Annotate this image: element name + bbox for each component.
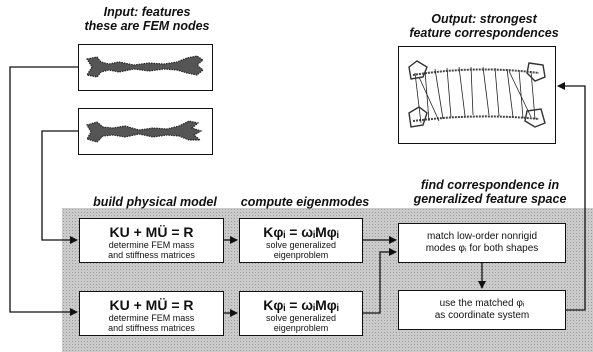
- match-box: match low-order nonrigid modes φᵢ for bo…: [398, 223, 566, 263]
- arrow-shape1-to-model-bottom: [9, 66, 78, 316]
- correspondence-lines: [408, 60, 546, 128]
- correspondence-heading: find correspondence in generalized featu…: [413, 178, 567, 206]
- equation: Kφᵢ = ωᵢMφᵢ: [263, 297, 339, 313]
- equation: Kφᵢ = ωᵢMφᵢ: [263, 224, 339, 240]
- input-shape-2: [78, 108, 213, 155]
- equation: KU + MÜ = R: [109, 224, 194, 240]
- output-correspondence: [398, 46, 556, 144]
- wrench-shape-1: [86, 55, 205, 78]
- input-heading: Input: features these are FEM nodes: [84, 5, 210, 33]
- output-heading: Output: strongest feature correspondence…: [409, 12, 559, 40]
- input-shape-1: [78, 44, 213, 91]
- coords-box: use the matched φᵢ as coordinate system: [398, 290, 566, 330]
- arrow-eigen-bottom-to-match: [363, 248, 397, 314]
- model-box-top: KU + MÜ = R determine FEM mass and stiff…: [79, 218, 224, 263]
- build-heading: build physical model: [93, 195, 217, 209]
- equation: KU + MÜ = R: [109, 297, 194, 313]
- wrench-shape-2: [86, 120, 203, 143]
- eigen-box-bottom: Kφᵢ = ωᵢMφᵢ solve generalized eigenprobl…: [239, 291, 363, 336]
- eigen-heading: compute eigenmodes: [240, 195, 370, 209]
- eigen-box-top: Kφᵢ = ωᵢMφᵢ solve generalized eigenprobl…: [239, 218, 363, 263]
- arrow-coords-to-output: [557, 82, 586, 311]
- arrow-shape2-to-model-top: [41, 130, 78, 244]
- model-box-bottom: KU + MÜ = R determine FEM mass and stiff…: [79, 291, 224, 336]
